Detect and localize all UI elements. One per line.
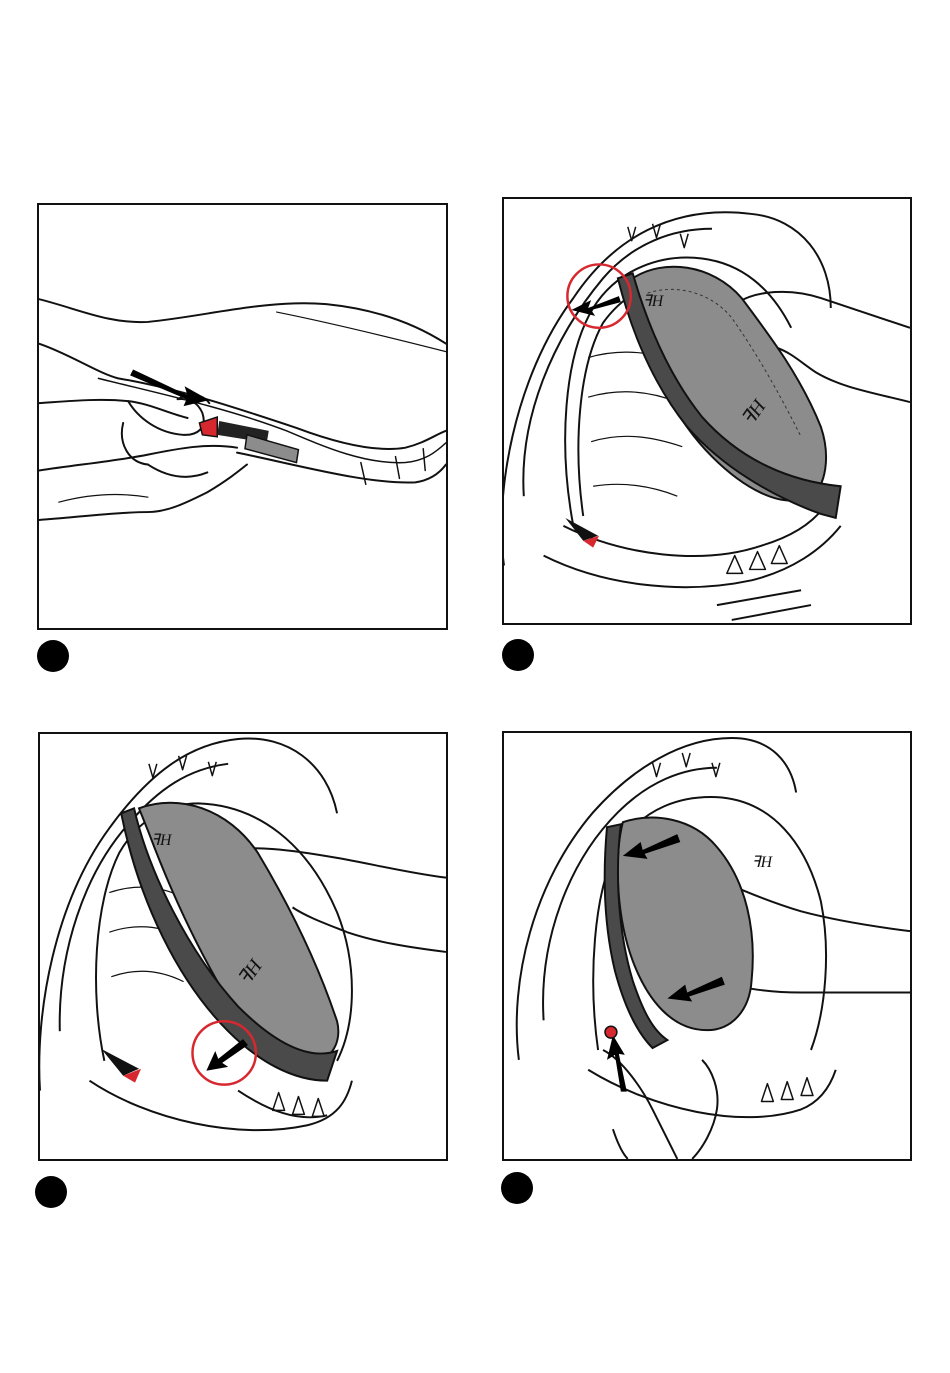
highlight-circle-icon bbox=[567, 264, 630, 327]
insert-liner-illustration: ꟻH bbox=[504, 733, 910, 1159]
release-clip-illustration bbox=[39, 205, 446, 628]
step-2-illustration-panel: ꟻH ꟻH bbox=[502, 197, 912, 625]
direction-arrow-icon bbox=[206, 1039, 248, 1071]
step-3-illustration-panel: ꟻH ꟻH bbox=[38, 732, 448, 1161]
pull-liner-tab-illustration: ꟻH ꟻH bbox=[40, 734, 446, 1159]
svg-text:ꟻH: ꟻH bbox=[643, 293, 665, 310]
step-2-marker-icon bbox=[502, 639, 534, 671]
highlight-circle-icon bbox=[192, 1021, 255, 1084]
direction-arrow-icon bbox=[130, 369, 209, 406]
lift-liner-illustration: ꟻH ꟻH bbox=[504, 199, 910, 623]
step-3-marker-icon bbox=[35, 1176, 67, 1208]
svg-text:ꟻH: ꟻH bbox=[151, 832, 173, 849]
direction-arrow-icon bbox=[571, 296, 621, 316]
step-1-illustration-panel bbox=[37, 203, 448, 630]
step-4-illustration-panel: ꟻH bbox=[502, 731, 912, 1161]
svg-text:ꟻH: ꟻH bbox=[752, 854, 774, 871]
step-1-marker-icon bbox=[37, 640, 69, 672]
step-4-marker-icon bbox=[501, 1172, 533, 1204]
